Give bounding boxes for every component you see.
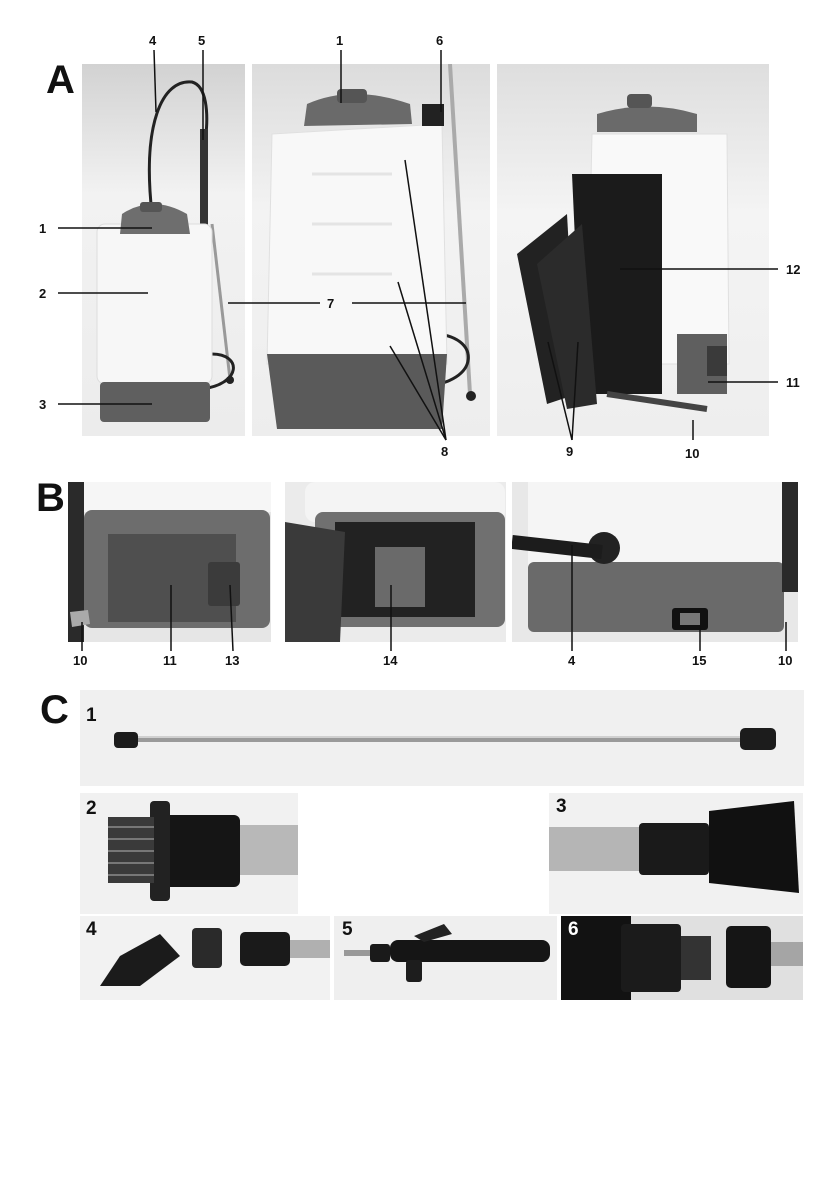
- callout-b-10-clip-left: 10: [73, 654, 87, 667]
- callout-a-12-back-pad: 12: [786, 263, 800, 276]
- callout-a-5-handle: 5: [198, 34, 205, 47]
- part-label-4: 4: [86, 920, 97, 939]
- callout-a-4-hose: 4: [149, 34, 156, 47]
- part-label-3: 3: [556, 797, 567, 816]
- callout-a-6-holder: 6: [436, 34, 443, 47]
- callout-b-10-clip-right: 10: [778, 654, 792, 667]
- callout-a-9-straps: 9: [566, 445, 573, 458]
- callout-a-1-lid: 1: [39, 222, 46, 235]
- callout-a-8-scale: 8: [441, 445, 448, 458]
- threaded-coupling-photo: [561, 916, 803, 1000]
- callout-b-4-hose: 4: [568, 654, 575, 667]
- sprayer-side-view-photo: [82, 64, 245, 436]
- lance-end-cap-photo: [549, 793, 803, 914]
- sprayer-back-view-photo: [497, 64, 769, 436]
- callout-b-15-switch: 15: [692, 654, 706, 667]
- lance-tube-photo: [80, 690, 804, 786]
- battery-cover-closed-photo: [68, 482, 271, 642]
- callout-a-3-base: 3: [39, 398, 46, 411]
- section-label-a: A: [46, 60, 75, 100]
- part-label-2: 2: [86, 799, 97, 818]
- callout-a-11-cover: 11: [786, 376, 800, 389]
- callout-a-1-lid-front: 1: [336, 34, 343, 47]
- part-label-6: 6: [568, 920, 579, 939]
- callout-a-10-clip: 10: [685, 447, 699, 460]
- callout-b-14-battery: 14: [383, 654, 397, 667]
- angled-nozzle-photo: [80, 916, 330, 1000]
- section-label-b: B: [36, 478, 65, 518]
- hose-connection-and-switch-photo: [512, 482, 798, 642]
- part-label-5: 5: [342, 920, 353, 939]
- part-label-1: 1: [86, 706, 97, 725]
- section-label-c: C: [40, 690, 69, 730]
- callout-a-2-tank: 2: [39, 287, 46, 300]
- lance-connector-photo: [80, 793, 298, 914]
- callout-a-7-lance: 7: [327, 297, 334, 310]
- spray-handle-valve-photo: [334, 916, 557, 1000]
- sprayer-front-view-photo: [252, 64, 490, 436]
- battery-compartment-open-photo: [285, 482, 506, 642]
- callout-b-13-latch: 13: [225, 654, 239, 667]
- callout-b-11-cover: 11: [163, 654, 177, 667]
